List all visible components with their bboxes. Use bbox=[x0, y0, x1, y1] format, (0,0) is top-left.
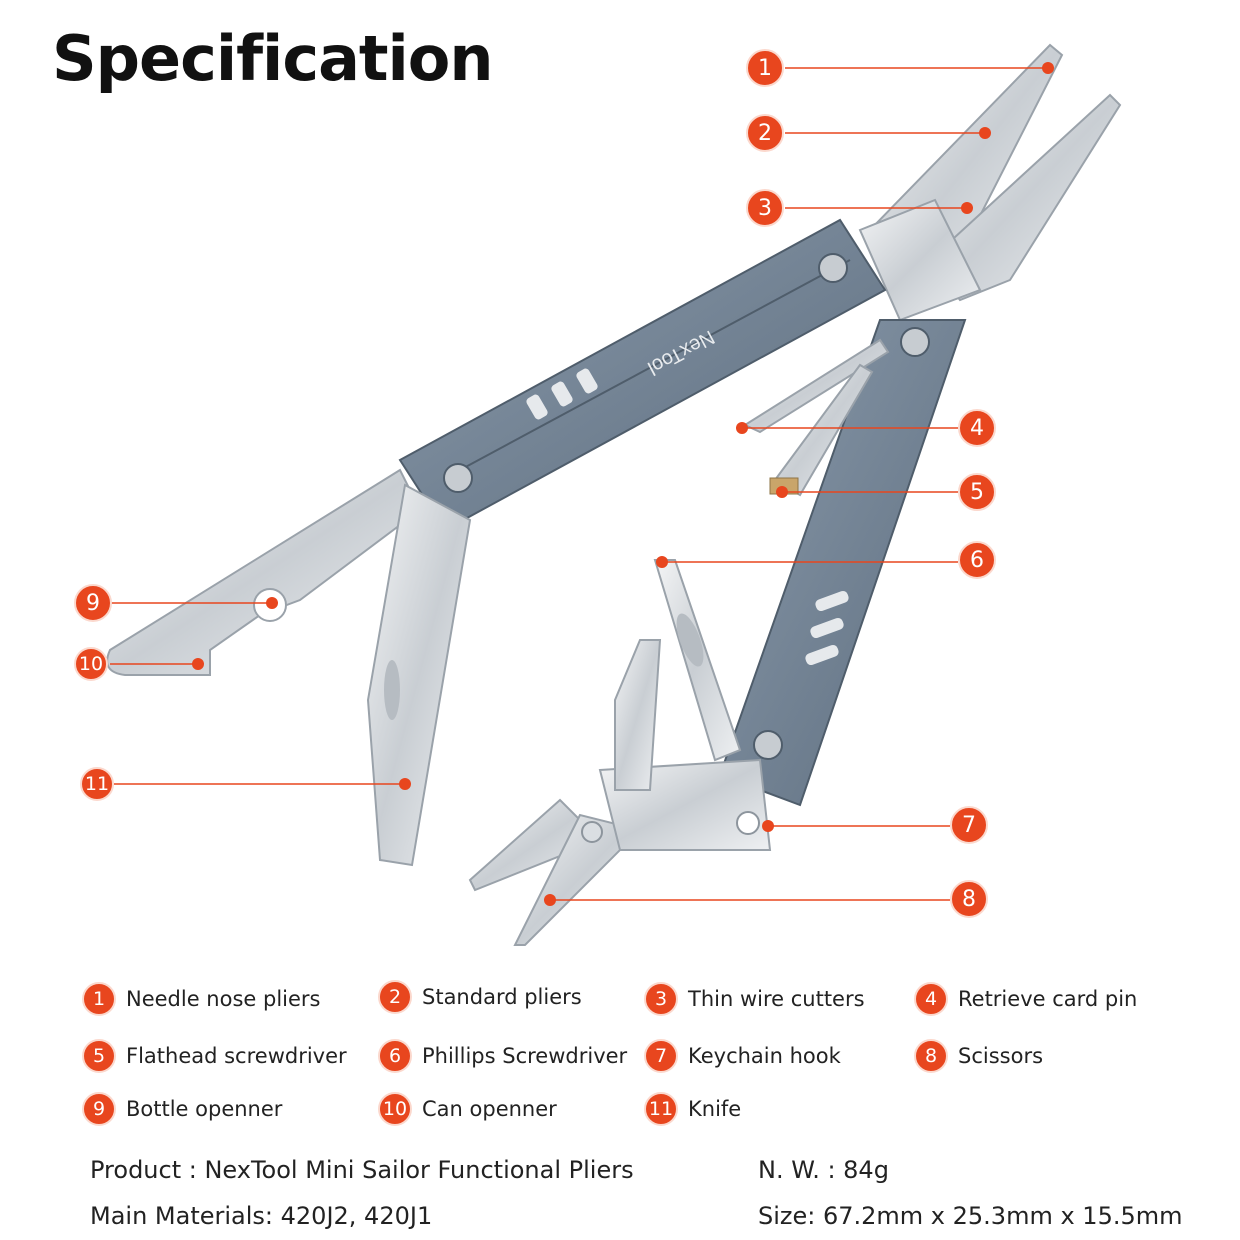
legend-item-10: 10 Can openner bbox=[378, 1092, 557, 1126]
callout-badge-3: 3 bbox=[746, 189, 784, 227]
legend-label: Bottle openner bbox=[126, 1097, 283, 1121]
legend-label: Thin wire cutters bbox=[688, 987, 865, 1011]
legend-badge: 4 bbox=[914, 982, 948, 1016]
legend-label: Flathead screwdriver bbox=[126, 1044, 347, 1068]
legend-badge: 3 bbox=[644, 982, 678, 1016]
plier-jaws bbox=[858, 43, 1122, 322]
legend-item-1: 1 Needle nose pliers bbox=[82, 982, 321, 1016]
page-title: Specification bbox=[52, 22, 494, 95]
legend-label: Phillips Screwdriver bbox=[422, 1044, 628, 1068]
callout-badge-6: 6 bbox=[958, 541, 996, 579]
callout-badge-7: 7 bbox=[950, 806, 988, 844]
legend-item-5: 5 Flathead screwdriver bbox=[82, 1039, 347, 1073]
legend-badge: 11 bbox=[644, 1092, 678, 1126]
legend-item-7: 7 Keychain hook bbox=[644, 1039, 841, 1073]
legend-label: Keychain hook bbox=[688, 1044, 841, 1068]
legend-item-6: 6 Phillips Screwdriver bbox=[378, 1039, 627, 1073]
legend-badge: 9 bbox=[82, 1092, 116, 1126]
legend-label: Needle nose pliers bbox=[126, 987, 321, 1011]
upper-handle: NexTool bbox=[398, 218, 887, 532]
legend-badge: 7 bbox=[644, 1039, 678, 1073]
phillips-arm bbox=[653, 559, 742, 762]
legend-badge: 6 bbox=[378, 1039, 412, 1073]
legend-item-2: 2 Standard pliers bbox=[378, 980, 582, 1014]
legend-label: Retrieve card pin bbox=[958, 987, 1138, 1011]
opener-arm bbox=[106, 468, 422, 676]
legend-label: Knife bbox=[688, 1097, 742, 1121]
legend-badge: 8 bbox=[914, 1039, 948, 1073]
callout-lines bbox=[110, 62, 1054, 906]
knife-blade bbox=[366, 483, 472, 867]
callout-badge-1: 1 bbox=[746, 49, 784, 87]
legend-item-3: 3 Thin wire cutters bbox=[644, 982, 865, 1016]
main-materials: Main Materials: 420J2, 420J1 bbox=[90, 1202, 433, 1230]
callout-badge-9: 9 bbox=[74, 584, 112, 622]
legend-item-8: 8 Scissors bbox=[914, 1039, 1043, 1073]
callout-badge-4: 4 bbox=[958, 409, 996, 447]
legend-label: Standard pliers bbox=[422, 985, 582, 1009]
callout-badge-11: 11 bbox=[80, 767, 114, 801]
legend-label: Can openner bbox=[422, 1097, 557, 1121]
net-weight: N. W. : 84g bbox=[758, 1156, 889, 1184]
legend-item-9: 9 Bottle openner bbox=[82, 1092, 282, 1126]
callout-badge-8: 8 bbox=[950, 880, 988, 918]
legend-item-11: 11 Knife bbox=[644, 1092, 741, 1126]
scissors bbox=[468, 639, 772, 946]
callout-badge-5: 5 bbox=[958, 473, 996, 511]
callout-badge-10: 10 bbox=[74, 647, 108, 681]
product-size: Size: 67.2mm x 25.3mm x 15.5mm bbox=[758, 1202, 1183, 1230]
legend-item-4: 4 Retrieve card pin bbox=[914, 982, 1137, 1016]
legend-badge: 1 bbox=[82, 982, 116, 1016]
legend-label: Scissors bbox=[958, 1044, 1044, 1068]
legend-badge: 5 bbox=[82, 1039, 116, 1073]
callout-badge-2: 2 bbox=[746, 114, 784, 152]
product-name: Product : NexTool Mini Sailor Functional… bbox=[90, 1156, 634, 1184]
legend-badge: 10 bbox=[378, 1092, 412, 1126]
legend-badge: 2 bbox=[378, 980, 412, 1014]
multitool-illustration: NexTool bbox=[106, 43, 1122, 946]
